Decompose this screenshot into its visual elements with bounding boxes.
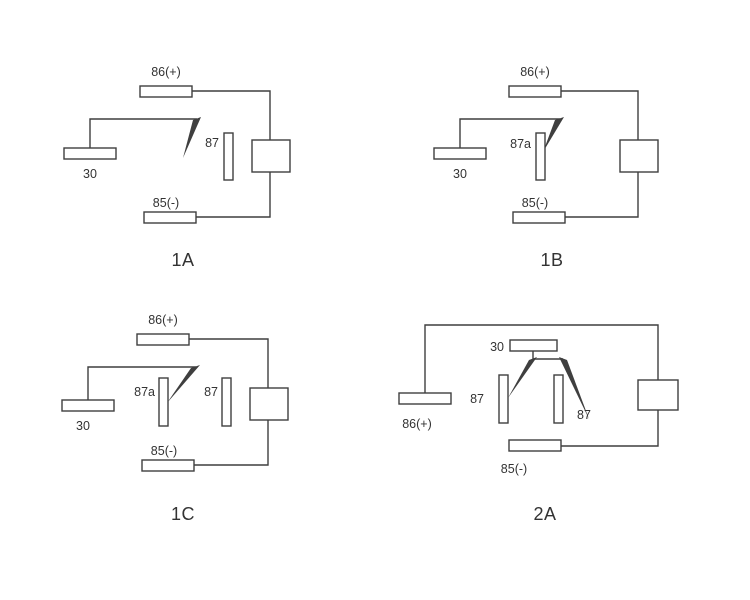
contact-bar-87 — [223, 132, 234, 181]
wire-30-to-switch — [459, 118, 560, 148]
pin-label-85: 85(-) — [151, 444, 177, 458]
contact-bar-87-right — [553, 374, 564, 424]
pin-label-30: 30 — [453, 167, 467, 181]
diagram-caption: 1C — [171, 504, 195, 524]
pin-label-86: 86(+) — [148, 313, 178, 327]
pin-label-30: 30 — [490, 340, 504, 354]
diagram-1b: 86(+) 85(-) 30 87a 1B — [433, 65, 659, 270]
contact-bar-87 — [221, 377, 232, 427]
terminal-bar-86 — [398, 392, 452, 405]
pin-label-86: 86(+) — [402, 417, 432, 431]
wire-30-to-switch — [87, 366, 196, 400]
terminal-bar-85 — [141, 459, 195, 472]
terminal-bar-30 — [61, 399, 115, 412]
terminal-bar-30 — [509, 339, 558, 352]
diagram-caption: 1B — [540, 250, 563, 270]
switch-arm — [167, 365, 200, 403]
switch-arm-left — [508, 357, 537, 398]
wire-86-to-coil — [561, 90, 639, 140]
switch-arm — [543, 117, 564, 152]
terminal-bar-86 — [136, 333, 190, 346]
wire-86-to-coil — [192, 90, 271, 140]
switch-arm — [183, 117, 201, 158]
diagram-1c: 86(+) 85(-) 30 87a 87 1C — [61, 313, 289, 524]
coil-box — [249, 387, 289, 421]
terminal-bar-30 — [433, 147, 487, 160]
pin-label-30: 30 — [83, 167, 97, 181]
terminal-bar-30 — [63, 147, 117, 160]
pin-label-86: 86(+) — [520, 65, 550, 79]
terminal-bar-85 — [512, 211, 566, 224]
pin-label-87a: 87a — [510, 137, 531, 151]
diagram-caption: 1A — [171, 250, 194, 270]
pin-label-30: 30 — [76, 419, 90, 433]
diagram-1a: 86(+) 85(-) 30 87 1A — [63, 65, 291, 270]
pin-label-87-left: 87 — [470, 392, 484, 406]
pin-label-85: 85(-) — [153, 196, 179, 210]
pin-label-87-right: 87 — [577, 408, 591, 422]
terminal-bar-86 — [508, 85, 562, 98]
diagram-2a: 86(+) 85(-) 30 87 87 2A — [398, 324, 679, 524]
wire-coil-to-85 — [196, 172, 271, 218]
terminal-bar-85 — [508, 439, 562, 452]
wire-coil-to-85 — [565, 172, 639, 218]
wire-30-to-switch — [532, 351, 563, 360]
wire-86-to-coil — [424, 324, 659, 393]
wire-30-to-switch — [89, 118, 197, 148]
terminal-bar-86 — [139, 85, 193, 98]
contact-bar-87a — [535, 132, 546, 181]
contact-bar-87a — [158, 377, 169, 427]
pin-label-86: 86(+) — [151, 65, 181, 79]
contact-bar-87-left — [498, 374, 509, 424]
switch-arm-right — [559, 357, 589, 419]
wire-86-to-coil — [189, 338, 269, 388]
coil-box — [619, 139, 659, 173]
wire-coil-to-85 — [561, 410, 659, 447]
pin-label-85: 85(-) — [501, 462, 527, 476]
coil-box — [251, 139, 291, 173]
pin-label-87: 87 — [204, 385, 218, 399]
wire-coil-to-85 — [194, 420, 269, 466]
coil-box — [637, 379, 679, 411]
diagram-caption: 2A — [533, 504, 556, 524]
pin-label-87: 87 — [205, 136, 219, 150]
terminal-bar-85 — [143, 211, 197, 224]
pin-label-87a: 87a — [134, 385, 155, 399]
pin-label-85: 85(-) — [522, 196, 548, 210]
